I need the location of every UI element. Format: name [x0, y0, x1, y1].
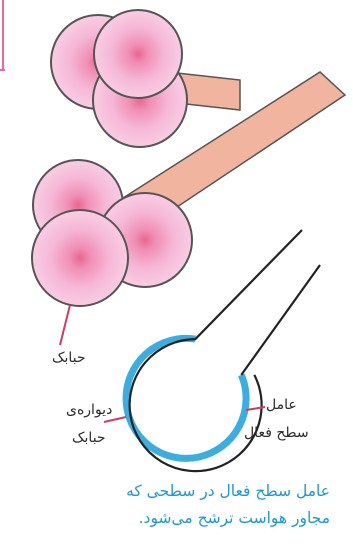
caption-line1: عامل سطح فعال در سطحی که: [30, 478, 330, 505]
surfactant-label-line1: عامل: [266, 397, 297, 413]
bubble-wall-label-line1: دیواره‌ی: [66, 402, 112, 418]
bubble-label: حبابک: [52, 350, 86, 366]
alveolus: [32, 210, 128, 306]
caption: عامل سطح فعال در سطحی که مجاور هواست ترش…: [30, 478, 330, 532]
surfactant-label-line2: سطح فعال: [244, 425, 309, 441]
caption-line2: مجاور هواست ترشح می‌شود.: [30, 505, 330, 532]
alveolus: [94, 10, 182, 98]
bubble-wall-label-line2: حبابک: [72, 430, 106, 446]
upper-alveoli-cluster: [51, 10, 187, 147]
bubble-pointer-line: [60, 305, 70, 345]
